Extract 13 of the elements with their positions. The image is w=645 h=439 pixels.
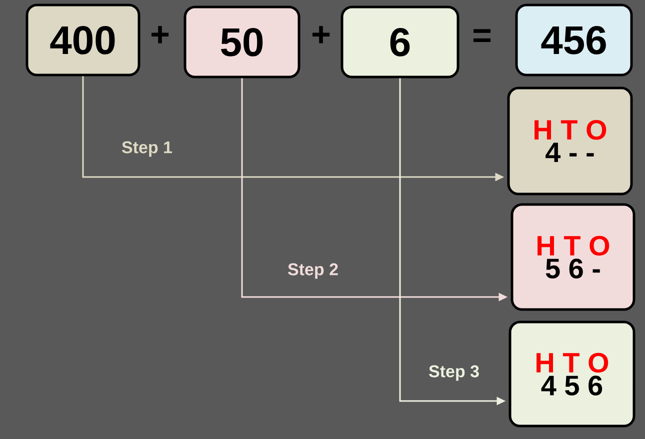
number-box: 456	[515, 4, 633, 76]
plus-sign: +	[152, 26, 169, 44]
edge-label: Step 3	[428, 365, 479, 381]
edge-label: Step 2	[288, 263, 338, 279]
number-box: 50	[184, 6, 300, 78]
number-box: 6	[340, 6, 460, 78]
place-value-box: H T O 4 5 6	[508, 320, 636, 428]
equals-sign: =	[474, 29, 491, 42]
edge-label: Step 1	[122, 141, 172, 157]
place-value-box: H T O 4 - -	[507, 86, 633, 196]
number-box: 400	[26, 4, 140, 76]
place-value-box: H T O 5 6 -	[510, 203, 636, 311]
plus-sign: +	[312, 26, 330, 44]
